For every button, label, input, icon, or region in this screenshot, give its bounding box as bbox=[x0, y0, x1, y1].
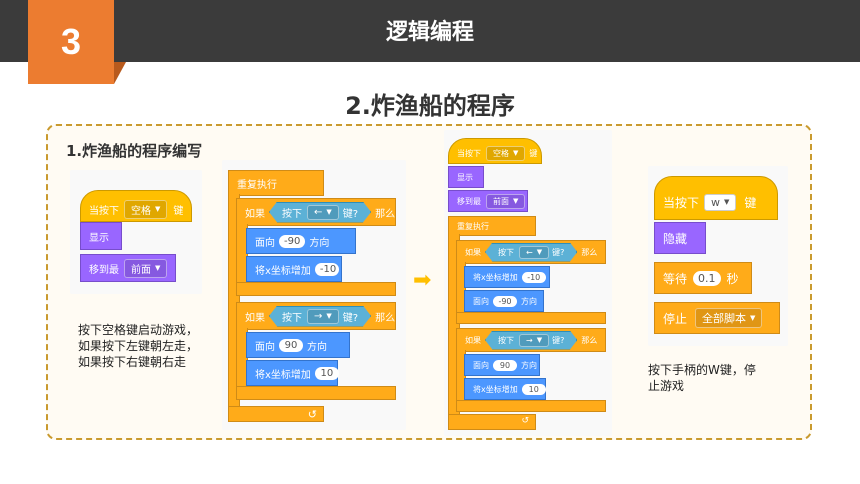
loop-arrow-icon: ↺ bbox=[307, 408, 317, 421]
block-label: 那么 bbox=[375, 208, 396, 220]
if-right-block[interactable]: 如果 按下 →▼ 键? 那么 bbox=[456, 328, 606, 352]
arrow-right-icon: ➡ bbox=[413, 268, 432, 293]
forever-end: ↺ bbox=[228, 406, 324, 422]
direction-input[interactable]: -90 bbox=[493, 295, 517, 307]
if-right-end bbox=[236, 386, 396, 400]
block-label: 那么 bbox=[375, 312, 396, 324]
key-pressed-condition[interactable]: 按下 →▼ 键? bbox=[485, 330, 578, 350]
block-label: 移到最 bbox=[89, 264, 119, 276]
when-key-pressed-block[interactable]: 当按下 空格▼ 键 bbox=[448, 138, 542, 164]
change-x-block[interactable]: 将x坐标增加 10 bbox=[464, 378, 546, 400]
chevron-down-icon: ▼ bbox=[326, 312, 332, 320]
show-block[interactable]: 显示 bbox=[448, 166, 484, 188]
if-left-end bbox=[456, 312, 606, 324]
chevron-down-icon: ▼ bbox=[536, 336, 543, 344]
chevron-down-icon: ▼ bbox=[513, 149, 519, 157]
if-left-arm bbox=[236, 224, 248, 284]
if-right-arm bbox=[456, 350, 466, 402]
if-right-block[interactable]: 如果 按下 →▼ 键? 那么 bbox=[236, 302, 396, 330]
stop-option-dropdown[interactable]: 全部脚本▼ bbox=[695, 308, 763, 328]
key-dropdown[interactable]: 空格▼ bbox=[486, 145, 526, 161]
chevron-down-icon: ▼ bbox=[326, 208, 332, 216]
layer-dropdown[interactable]: 前面▼ bbox=[486, 193, 526, 209]
wait-block[interactable]: 等待 0.1 秒 bbox=[654, 262, 752, 294]
forever-end: ↺ bbox=[448, 414, 536, 430]
block-label: 如果 bbox=[245, 208, 265, 220]
if-left-block[interactable]: 如果 按下 ←▼ 键? 那么 bbox=[456, 240, 606, 264]
point-direction-block[interactable]: 面向 90 方向 bbox=[464, 354, 540, 376]
change-x-input[interactable]: 10 bbox=[521, 383, 546, 395]
key-pressed-condition[interactable]: 按下 →▼ 键? bbox=[269, 305, 372, 327]
go-to-layer-block[interactable]: 移到最 前面▼ bbox=[448, 190, 528, 212]
loop-arrow-icon: ↺ bbox=[521, 416, 529, 426]
script-panel-start: 当按下 空格▼ 键 显示 移到最 前面▼ bbox=[70, 170, 202, 294]
description-controls: 按下空格键启动游戏， 如果按下左键朝左走， 如果按下右键朝右走 bbox=[78, 323, 199, 369]
key-dropdown[interactable]: ←▼ bbox=[307, 204, 339, 220]
when-key-pressed-block[interactable]: 当按下 空格▼ 键 bbox=[80, 190, 192, 222]
layer-dropdown[interactable]: 前面▼ bbox=[124, 258, 168, 278]
block-label: 显示 bbox=[89, 232, 109, 244]
direction-input[interactable]: -90 bbox=[279, 234, 306, 248]
script-panel-stop: 当按下 w▼ 键 隐藏 等待 0.1 秒 停止 全部脚本▼ bbox=[648, 166, 788, 346]
chevron-down-icon: ▼ bbox=[155, 264, 161, 272]
if-left-block[interactable]: 如果 按下 ←▼ 键? 那么 bbox=[236, 198, 396, 226]
block-label: 如果 bbox=[245, 312, 265, 324]
header-bar bbox=[0, 0, 860, 62]
header-title: 逻辑编程 bbox=[385, 20, 474, 45]
point-direction-block[interactable]: 面向 -90 方向 bbox=[464, 290, 544, 312]
if-left-arm bbox=[456, 262, 466, 314]
change-x-input[interactable]: -10 bbox=[314, 262, 339, 276]
chevron-down-icon: ▼ bbox=[536, 248, 543, 256]
key-pressed-condition[interactable]: 按下 ←▼ 键? bbox=[269, 201, 372, 223]
chevron-down-icon: ▼ bbox=[513, 197, 519, 205]
when-key-pressed-block[interactable]: 当按下 w▼ 键 bbox=[654, 176, 778, 220]
script-panel-combined: 当按下 空格▼ 键 显示 移到最 前面▼ 重复执行 如果 按下 ←▼ 键? 那么… bbox=[444, 130, 612, 436]
stop-block[interactable]: 停止 全部脚本▼ bbox=[654, 302, 780, 334]
if-left-end bbox=[236, 282, 396, 296]
section-number-badge: 3 bbox=[28, 0, 114, 84]
forever-block[interactable]: 重复执行 bbox=[228, 170, 324, 196]
hide-block[interactable]: 隐藏 bbox=[654, 222, 706, 254]
badge-fold-shadow bbox=[114, 62, 126, 84]
key-dropdown[interactable]: →▼ bbox=[519, 333, 550, 347]
description-stop: 按下手柄的W键，停 止游戏 bbox=[648, 363, 756, 393]
direction-input[interactable]: 90 bbox=[279, 338, 303, 352]
forever-block[interactable]: 重复执行 bbox=[448, 216, 536, 236]
go-to-layer-block[interactable]: 移到最 前面▼ bbox=[80, 254, 176, 282]
show-block[interactable]: 显示 bbox=[80, 222, 122, 250]
key-pressed-condition[interactable]: 按下 ←▼ 键? bbox=[485, 242, 578, 262]
key-dropdown[interactable]: w▼ bbox=[704, 193, 737, 211]
change-x-block[interactable]: 将x坐标增加 -10 bbox=[246, 256, 342, 282]
if-right-end bbox=[456, 400, 606, 412]
section-subtitle: 1.炸渔船的程序编写 bbox=[66, 142, 203, 160]
block-label: 重复执行 bbox=[237, 179, 277, 191]
point-direction-block[interactable]: 面向 90 方向 bbox=[246, 332, 350, 358]
point-direction-block[interactable]: 面向 -90 方向 bbox=[246, 228, 356, 254]
change-x-input[interactable]: -10 bbox=[521, 271, 546, 283]
key-dropdown[interactable]: ←▼ bbox=[519, 245, 550, 259]
wait-seconds-input[interactable]: 0.1 bbox=[693, 270, 721, 286]
key-dropdown[interactable]: →▼ bbox=[307, 308, 339, 324]
chevron-down-icon: ▼ bbox=[750, 314, 756, 322]
if-right-arm bbox=[236, 328, 248, 388]
block-label: 当按下 bbox=[89, 205, 119, 217]
change-x-input[interactable]: 10 bbox=[314, 366, 339, 380]
script-panel-movement: 重复执行 如果 按下 ←▼ 键? 那么 面向 -90 方向 将x坐标增加 -10… bbox=[222, 160, 406, 430]
chevron-down-icon: ▼ bbox=[724, 198, 730, 206]
change-x-block[interactable]: 将x坐标增加 10 bbox=[246, 360, 339, 386]
direction-input[interactable]: 90 bbox=[493, 359, 517, 371]
slide-title: 2.炸渔船的程序 bbox=[345, 92, 515, 120]
chevron-down-icon: ▼ bbox=[155, 205, 161, 213]
block-suffix: 键 bbox=[173, 205, 184, 217]
change-x-block[interactable]: 将x坐标增加 -10 bbox=[464, 266, 550, 288]
key-dropdown[interactable]: 空格▼ bbox=[124, 199, 168, 219]
